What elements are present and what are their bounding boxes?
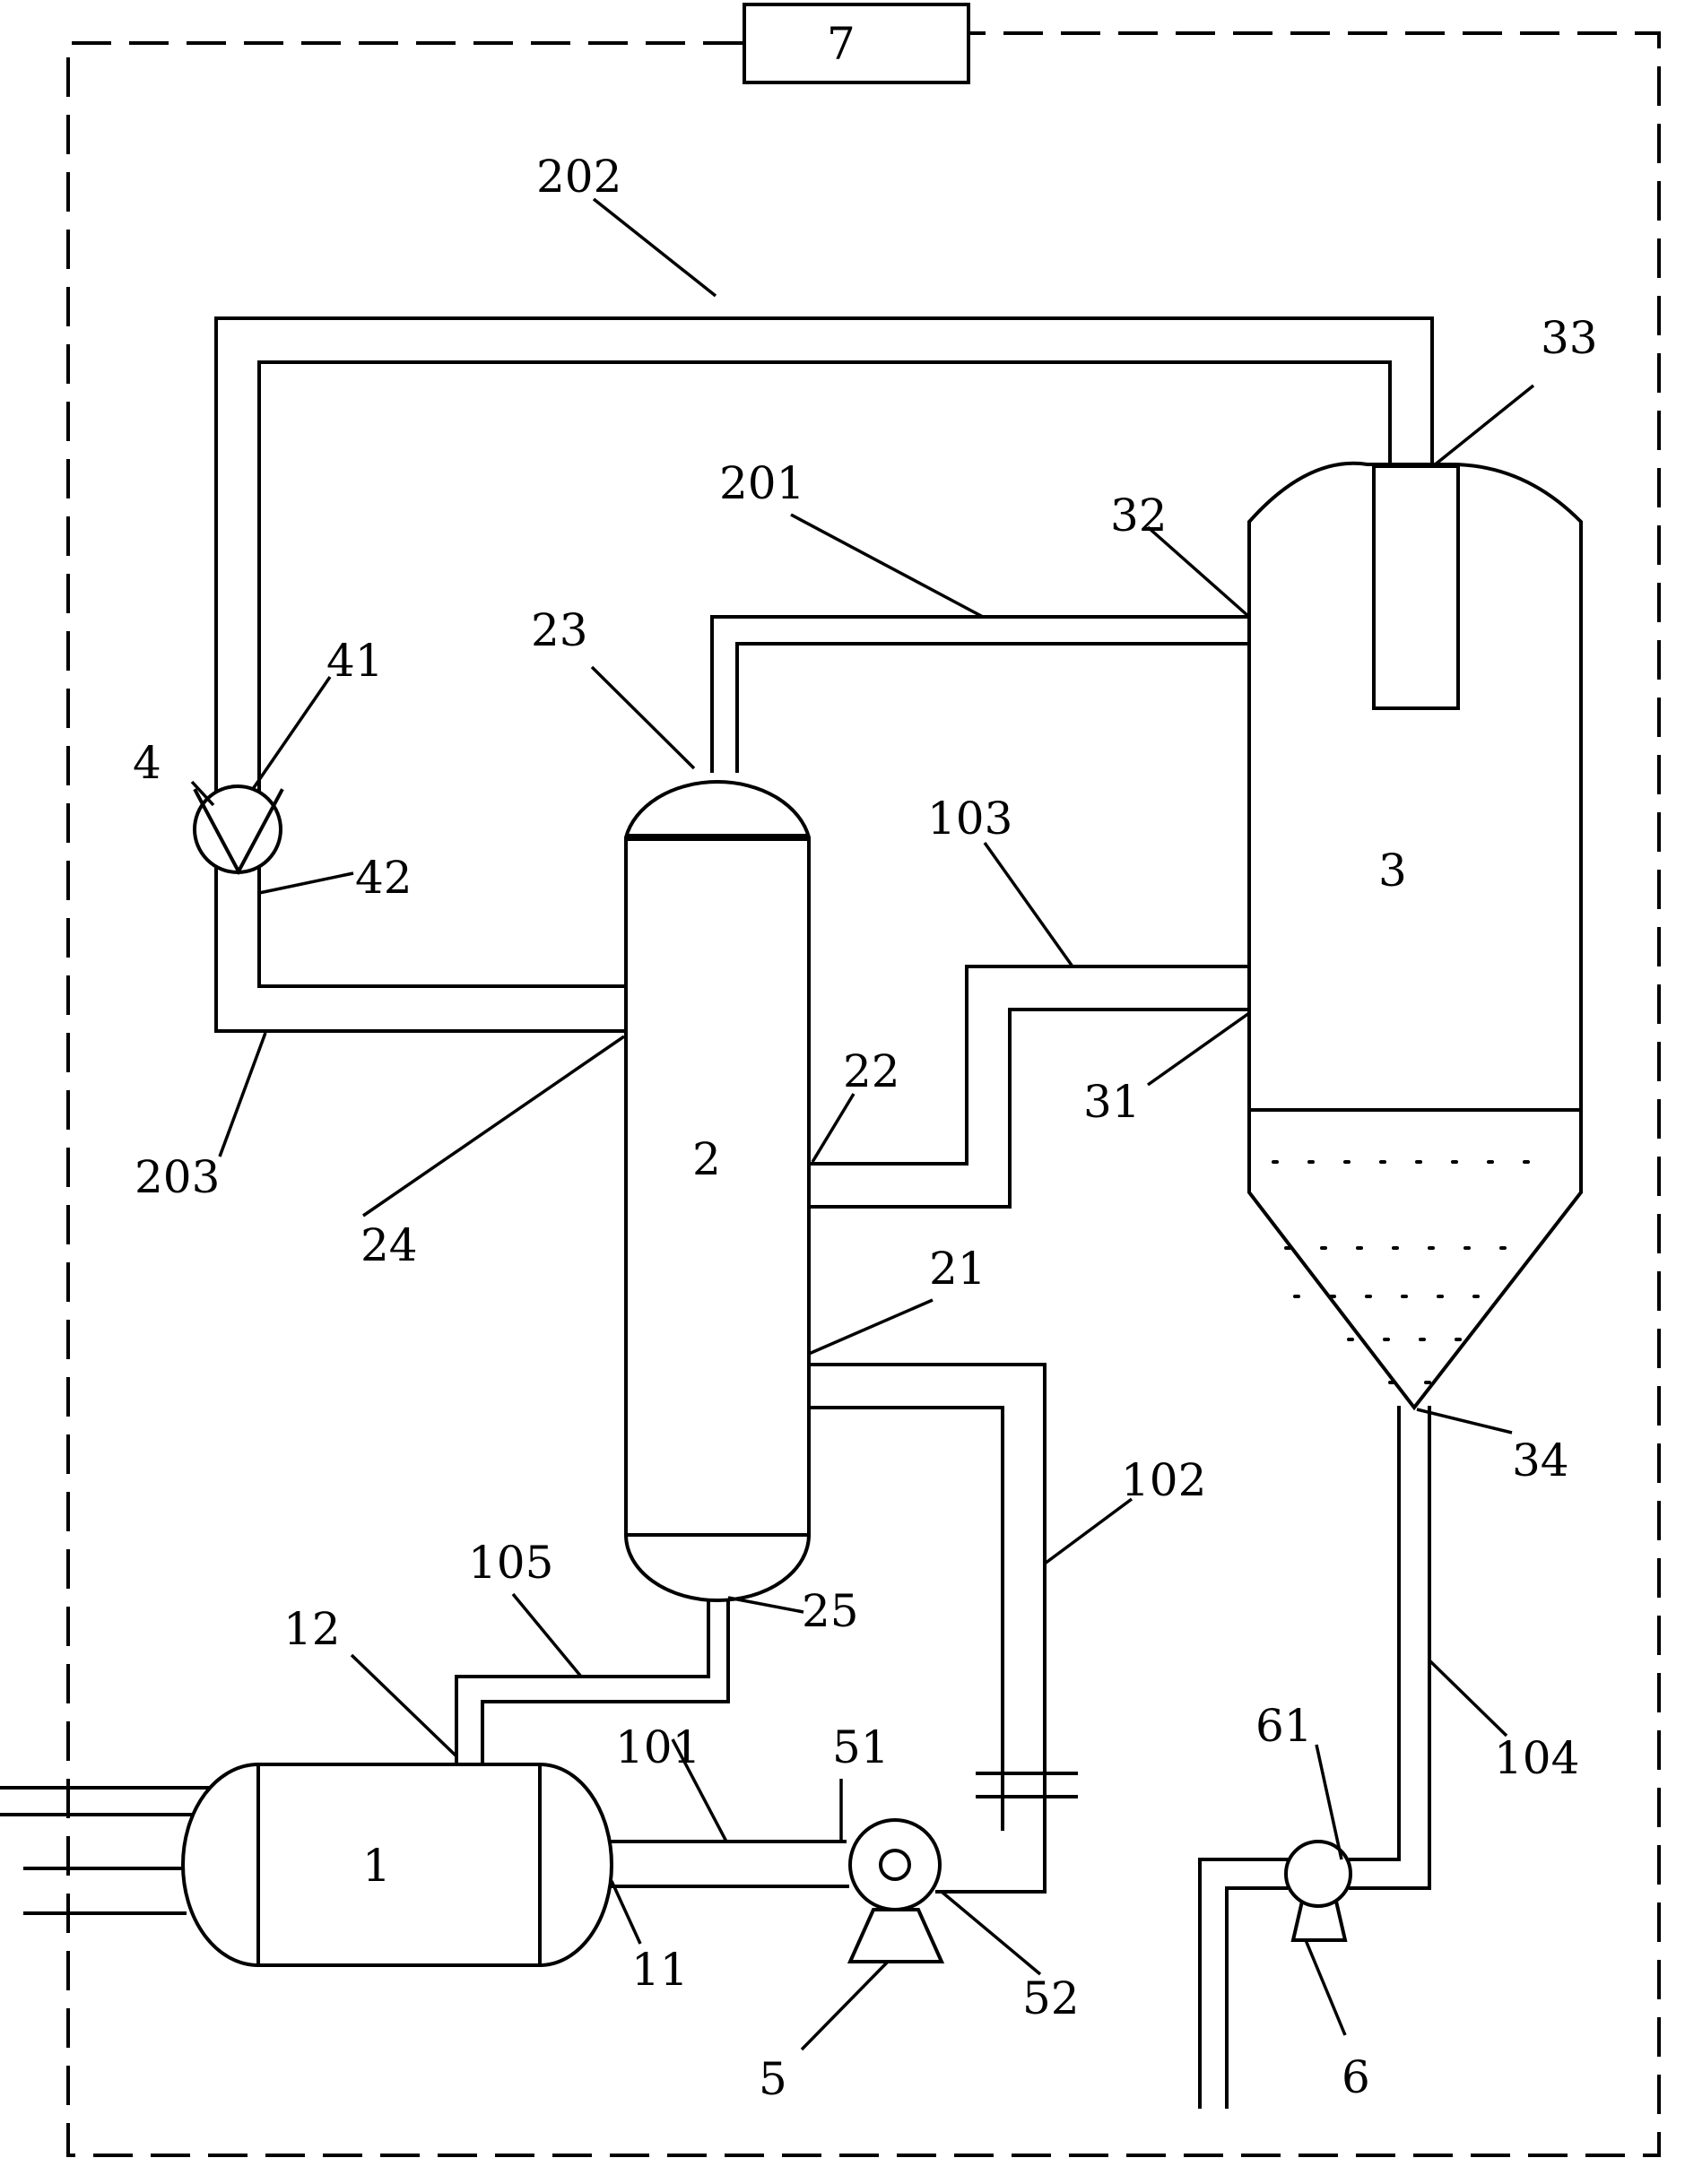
label-201: 201 [719, 457, 804, 509]
pump-6-outlet-pipe [1198, 1858, 1288, 2109]
tank-1-label: 1 [362, 1840, 391, 1892]
pipe-203 [214, 861, 628, 1033]
pipe-101 [610, 1840, 849, 1888]
label-5: 5 [759, 2053, 787, 2105]
label-4: 4 [133, 737, 161, 789]
label-105: 105 [468, 1537, 553, 1589]
vessel-3-label: 3 [1378, 845, 1407, 897]
label-23: 23 [531, 604, 588, 656]
label-102: 102 [1121, 1454, 1206, 1506]
pump-6 [1284, 1840, 1352, 1942]
system-boundary [66, 31, 1661, 2157]
vessel-3-liquid [1272, 1160, 1560, 1384]
pipe-105 [455, 1599, 730, 1763]
pipe-103 [807, 965, 1251, 1209]
label-33: 33 [1541, 312, 1598, 364]
pump-5 [847, 1818, 945, 1963]
column-2 [624, 780, 811, 1602]
label-31: 31 [1083, 1076, 1141, 1128]
label-32: 32 [1110, 490, 1168, 542]
pipe-102 [807, 1363, 1047, 1894]
pipe-flange [976, 1772, 1078, 1798]
label-202: 202 [536, 151, 621, 203]
label-52: 52 [1022, 1972, 1080, 2024]
label-51: 51 [832, 1721, 890, 1773]
pipe-202 [214, 316, 1434, 793]
label-11: 11 [631, 1944, 689, 1996]
pipe-104 [1349, 1406, 1431, 1890]
label-104: 104 [1494, 1732, 1579, 1784]
valve-4 [193, 784, 284, 876]
label-41: 41 [326, 635, 384, 687]
leader-lines [190, 197, 1535, 2051]
vessel-3-inner-tube [1372, 464, 1460, 710]
column-2-label: 2 [692, 1133, 721, 1185]
label-25: 25 [802, 1585, 859, 1637]
pipe-201 [710, 615, 1251, 773]
label-203: 203 [135, 1151, 220, 1203]
tank-1-inlet-lines [0, 1786, 219, 1915]
label-61: 61 [1255, 1700, 1313, 1752]
vessel-3 [1247, 461, 1583, 1411]
label-42: 42 [355, 852, 413, 904]
label-21: 21 [929, 1243, 986, 1295]
label-34: 34 [1512, 1434, 1569, 1486]
label-103: 103 [927, 793, 1012, 845]
label-12: 12 [283, 1603, 341, 1655]
label-24: 24 [360, 1219, 418, 1271]
controller-box [743, 3, 970, 84]
label-101: 101 [615, 1721, 700, 1773]
tank-1 [181, 1763, 613, 1967]
controller-label: 7 [827, 18, 856, 70]
label-22: 22 [843, 1045, 900, 1097]
label-6: 6 [1342, 2051, 1370, 2103]
